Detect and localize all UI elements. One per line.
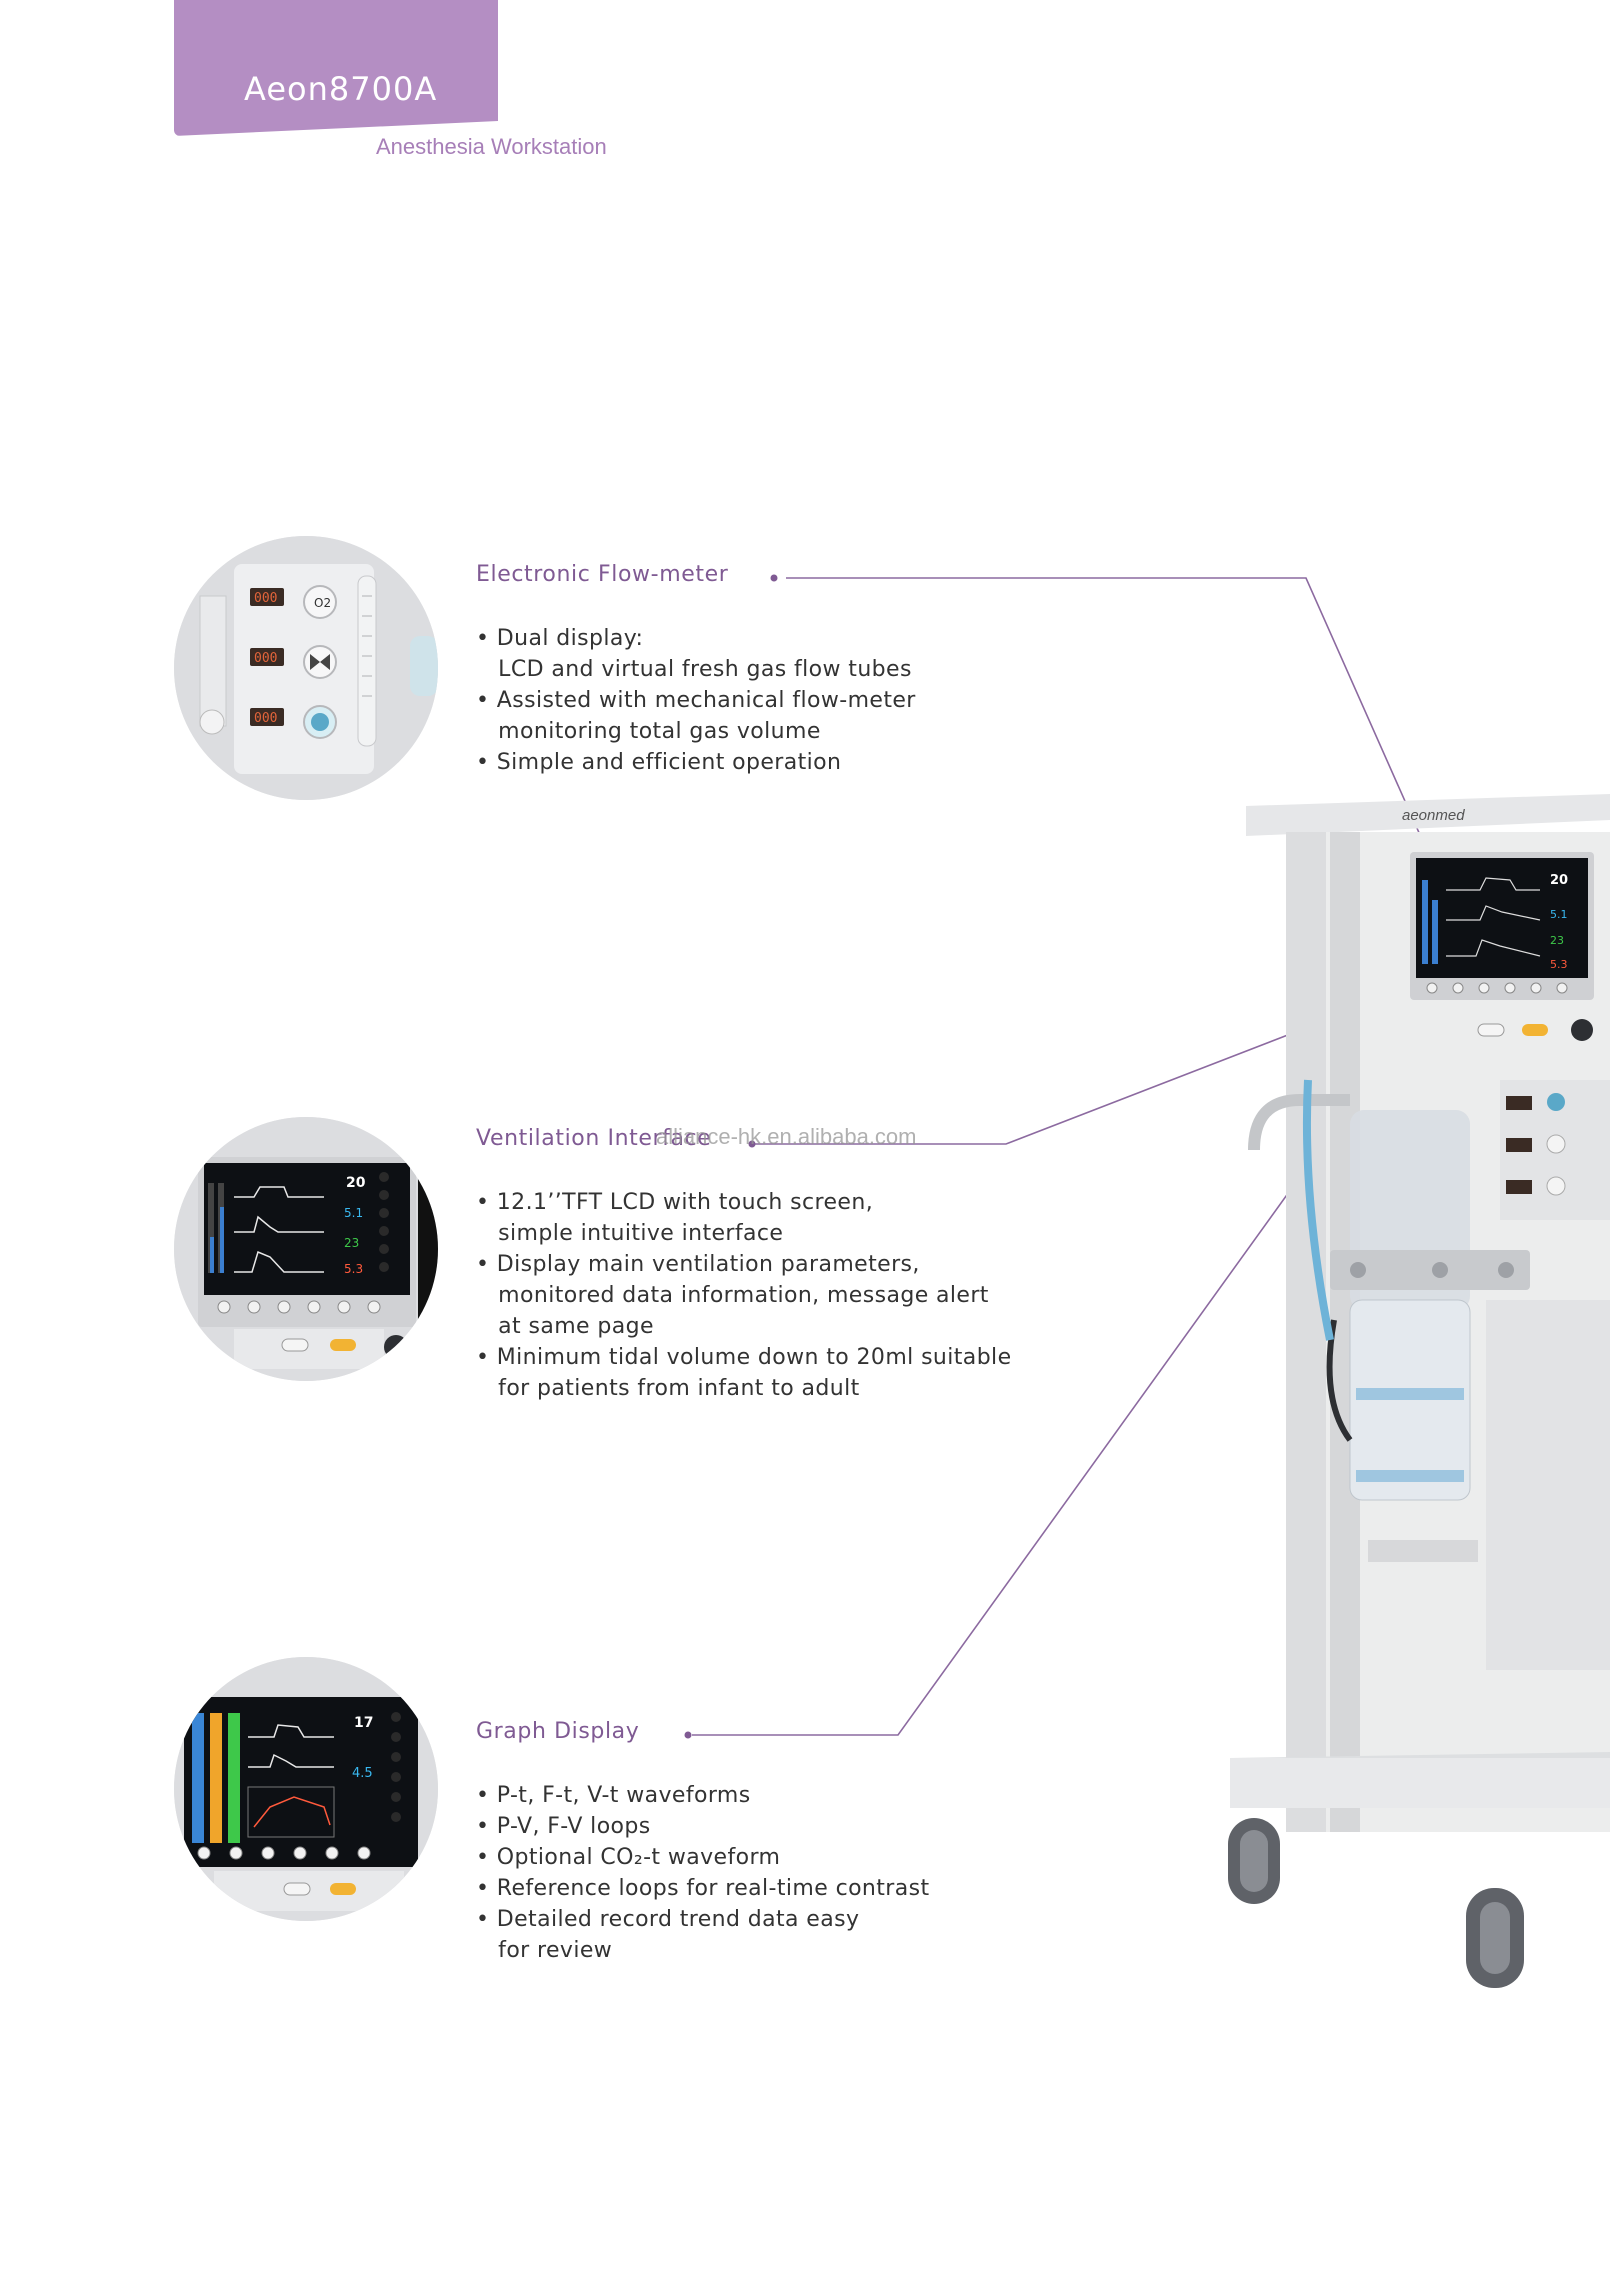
screen-value-1: 20	[346, 1175, 366, 1191]
flow-display-2: 000	[254, 651, 277, 666]
monitor-value-2: 5.1	[1550, 908, 1568, 921]
bullet-line: for patients from infant to adult	[476, 1376, 860, 1401]
bullet-line: LCD and virtual fresh gas flow tubes	[476, 657, 912, 682]
header-tab	[174, 0, 498, 136]
flow-display-3: 000	[254, 711, 277, 726]
callout-line-graph	[692, 1009, 1421, 1736]
bullet-line: • Minimum tidal volume down to 20ml suit…	[476, 1345, 1012, 1370]
watermark: alliance-hk.en.alibaba.com	[656, 1124, 917, 1149]
feature-title-graph: Graph Display	[476, 1719, 640, 1744]
monitor-value-4: 5.3	[1550, 958, 1568, 971]
screen-value-2: 5.1	[344, 1206, 363, 1220]
product-title: Aeon8700A	[244, 70, 438, 108]
o2-knob-label: O2	[314, 596, 331, 610]
bullet-line: • Simple and efficient operation	[476, 750, 842, 775]
screen-value-3: 23	[344, 1236, 359, 1250]
feature-bullets-graph: • P-t, F-t, V-t waveforms • P-V, F-V loo…	[476, 1780, 930, 1966]
feature-bullets-flowmeter: • Dual display: LCD and virtual fresh ga…	[476, 623, 916, 778]
bullet-line: • Optional CO₂-t waveform	[476, 1845, 781, 1870]
graph-thumbnail: 17 4.5	[174, 1657, 438, 1921]
bullet-line: • Dual display:	[476, 626, 644, 651]
bullet-line: • P-t, F-t, V-t waveforms	[476, 1783, 751, 1808]
brand-label: aeonmed	[1402, 807, 1465, 824]
screen-value-4: 5.3	[344, 1262, 363, 1276]
thumb-value-1: 17	[354, 1715, 373, 1731]
bullet-line: monitored data information, message aler…	[476, 1283, 989, 1308]
ventilation-thumbnail: 20 5.1 23 5.3	[174, 1117, 438, 1381]
bullet-line: simple intuitive interface	[476, 1221, 784, 1246]
product-subtitle: Anesthesia Workstation	[376, 134, 607, 159]
bullet-line: at same page	[476, 1314, 654, 1339]
monitor-value-3: 23	[1550, 934, 1564, 947]
bullet-line: monitoring total gas volume	[476, 719, 821, 744]
thumb-value-2: 4.5	[352, 1766, 373, 1781]
bullet-line: • 12.1’’TFT LCD with touch screen,	[476, 1190, 874, 1215]
bullet-line: • Reference loops for real-time contrast	[476, 1876, 930, 1901]
feature-title-flowmeter: Electronic Flow-meter	[476, 562, 729, 587]
bullet-line: • Assisted with mechanical flow-meter	[476, 688, 916, 713]
bullet-line: • P-V, F-V loops	[476, 1814, 651, 1839]
monitor-value-1: 20	[1550, 873, 1568, 888]
callout-dot-ventilation	[748, 1140, 756, 1148]
bullet-line: • Detailed record trend data easy	[476, 1907, 860, 1932]
flowmeter-thumbnail: 000 000 000 O2	[174, 536, 438, 800]
bullet-line: for review	[476, 1938, 613, 1963]
callout-dot-flowmeter	[770, 574, 778, 582]
feature-title-ventilation: Ventilation Interface	[476, 1126, 712, 1151]
callout-dot-graph	[684, 1731, 692, 1739]
flow-display-1: 000	[254, 591, 277, 606]
bullet-line: • Display main ventilation parameters,	[476, 1252, 920, 1277]
anesthesia-machine-image: aeonmed 20 5.1 23 5.3	[1228, 794, 1610, 1988]
feature-bullets-ventilation: • 12.1’’TFT LCD with touch screen, simpl…	[476, 1187, 1012, 1404]
